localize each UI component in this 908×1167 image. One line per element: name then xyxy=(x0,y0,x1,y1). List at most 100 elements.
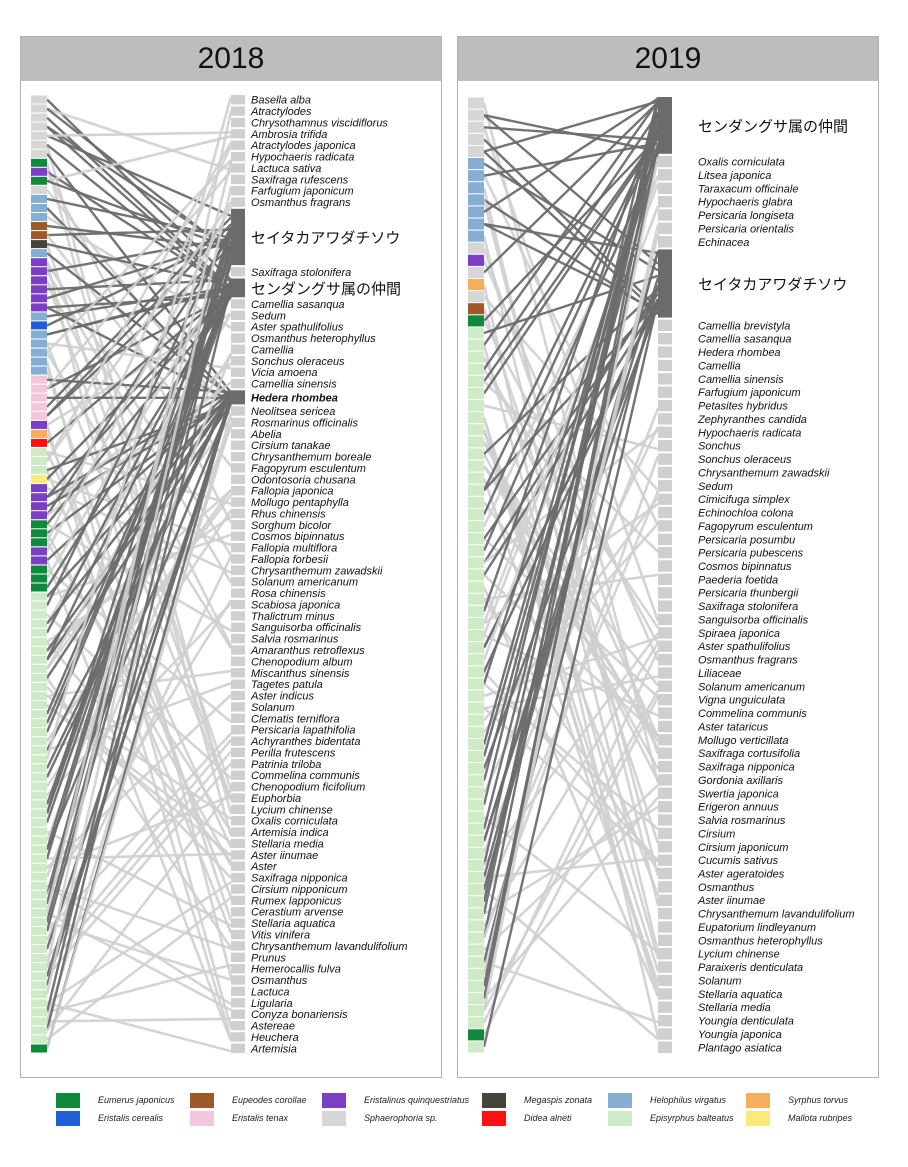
interaction-link xyxy=(483,288,659,455)
plant-node xyxy=(231,344,245,355)
insect-node xyxy=(31,981,47,990)
plant-node xyxy=(231,599,245,610)
insect-node xyxy=(31,348,47,357)
plant-node xyxy=(231,531,245,541)
plant-node xyxy=(231,645,245,655)
plant-label: Sonchus oleraceus xyxy=(251,356,345,368)
plant-label: Aster spathulifolius xyxy=(697,641,791,653)
plant-node xyxy=(658,613,672,626)
insect-node xyxy=(468,242,484,254)
plant-label: Stellaria media xyxy=(698,1002,771,1014)
plant-node xyxy=(658,249,672,318)
insect-node xyxy=(468,993,484,1005)
interaction-link xyxy=(482,320,660,645)
insect-node xyxy=(31,646,47,655)
insect-node xyxy=(31,95,47,104)
plant-node xyxy=(658,155,672,168)
plant-node xyxy=(658,480,672,492)
panel-title: 2019 xyxy=(634,42,702,75)
plant-node xyxy=(658,827,672,840)
legend-item: Episyrphus balteatus xyxy=(608,1110,734,1126)
plant-label: Tagetes patula xyxy=(251,679,323,691)
plant-node xyxy=(658,453,672,465)
plant-node xyxy=(658,493,672,505)
plant-node xyxy=(658,182,672,194)
plant-node xyxy=(658,600,672,612)
plant-label: Hypochaeris radicata xyxy=(251,152,354,164)
insect-node xyxy=(31,556,47,565)
interaction-link xyxy=(483,136,659,322)
insect-node xyxy=(468,630,484,642)
insect-node xyxy=(31,999,47,1008)
insect-node xyxy=(31,502,47,511)
insect-node xyxy=(468,363,484,375)
plant-node xyxy=(231,986,245,997)
insect-node xyxy=(31,565,47,574)
plant-node xyxy=(231,554,245,564)
plant-node xyxy=(231,140,245,150)
insect-node xyxy=(468,859,484,871)
insect-node xyxy=(468,654,484,666)
legend-label: Megaspis zonata xyxy=(524,1095,593,1105)
plant-node xyxy=(231,907,245,917)
insect-node xyxy=(468,194,484,206)
plant-label: Erigeron annuus xyxy=(698,802,779,814)
insect-node xyxy=(31,872,47,881)
plant-label: Saxifraga nipponica xyxy=(698,762,795,774)
insect-node xyxy=(31,854,47,863)
plant-node xyxy=(658,1014,672,1027)
plant-node xyxy=(658,760,672,773)
insect-node xyxy=(31,149,47,158)
plant-label: Hypochaeris glabra xyxy=(698,197,793,209)
legend-label: Didea alneti xyxy=(524,1113,572,1123)
plant-node xyxy=(231,759,245,769)
interaction-link xyxy=(483,100,659,153)
plant-node xyxy=(231,1043,245,1053)
plant-node xyxy=(231,668,245,678)
plant-label: Atractylodes japonica xyxy=(250,140,356,152)
plant-node xyxy=(658,373,672,385)
plant-label: Osmanthus xyxy=(698,882,755,894)
plant-label: Oxalis corniculata xyxy=(251,816,338,828)
plant-node xyxy=(231,378,245,389)
legend-label: Eumerus japonicus xyxy=(98,1095,175,1105)
plant-label: Odontosoria chusana xyxy=(251,474,356,486)
plant-node xyxy=(231,333,245,343)
insect-node xyxy=(31,746,47,755)
plant-label: Saxifraga cortusifolia xyxy=(698,748,800,760)
interaction-link xyxy=(482,98,660,939)
interaction-link xyxy=(483,815,659,954)
plant-node xyxy=(658,974,672,987)
insect-node xyxy=(31,972,47,981)
legend-swatch xyxy=(190,1092,214,1108)
insect-node xyxy=(31,511,47,520)
insect-node xyxy=(468,496,484,508)
insect-node xyxy=(468,436,484,448)
plant-node xyxy=(231,299,245,309)
plant-node xyxy=(658,894,672,906)
interaction-link xyxy=(46,963,232,1014)
interaction-link xyxy=(46,107,232,172)
plant-label: Persicaria lapathifolia xyxy=(251,725,356,737)
insect-node xyxy=(31,475,47,484)
insect-node xyxy=(468,714,484,726)
legend-item: Syrphus torvus xyxy=(746,1092,848,1108)
plant-node xyxy=(231,804,245,814)
insect-node xyxy=(468,303,484,315)
insect-node xyxy=(31,276,47,285)
plant-node xyxy=(658,667,672,679)
plant-label: Camellia sasanqua xyxy=(251,299,345,311)
insect-node xyxy=(31,384,47,393)
insect-node xyxy=(31,411,47,420)
plant-node xyxy=(658,440,672,452)
plant-label: Stellaria media xyxy=(251,839,324,851)
plant-label: Sanguisorba officinalis xyxy=(698,615,809,627)
plant-node xyxy=(658,907,672,920)
insect-node xyxy=(31,719,47,728)
plant-node xyxy=(231,486,245,496)
plant-label: Commelina communis xyxy=(251,770,360,782)
